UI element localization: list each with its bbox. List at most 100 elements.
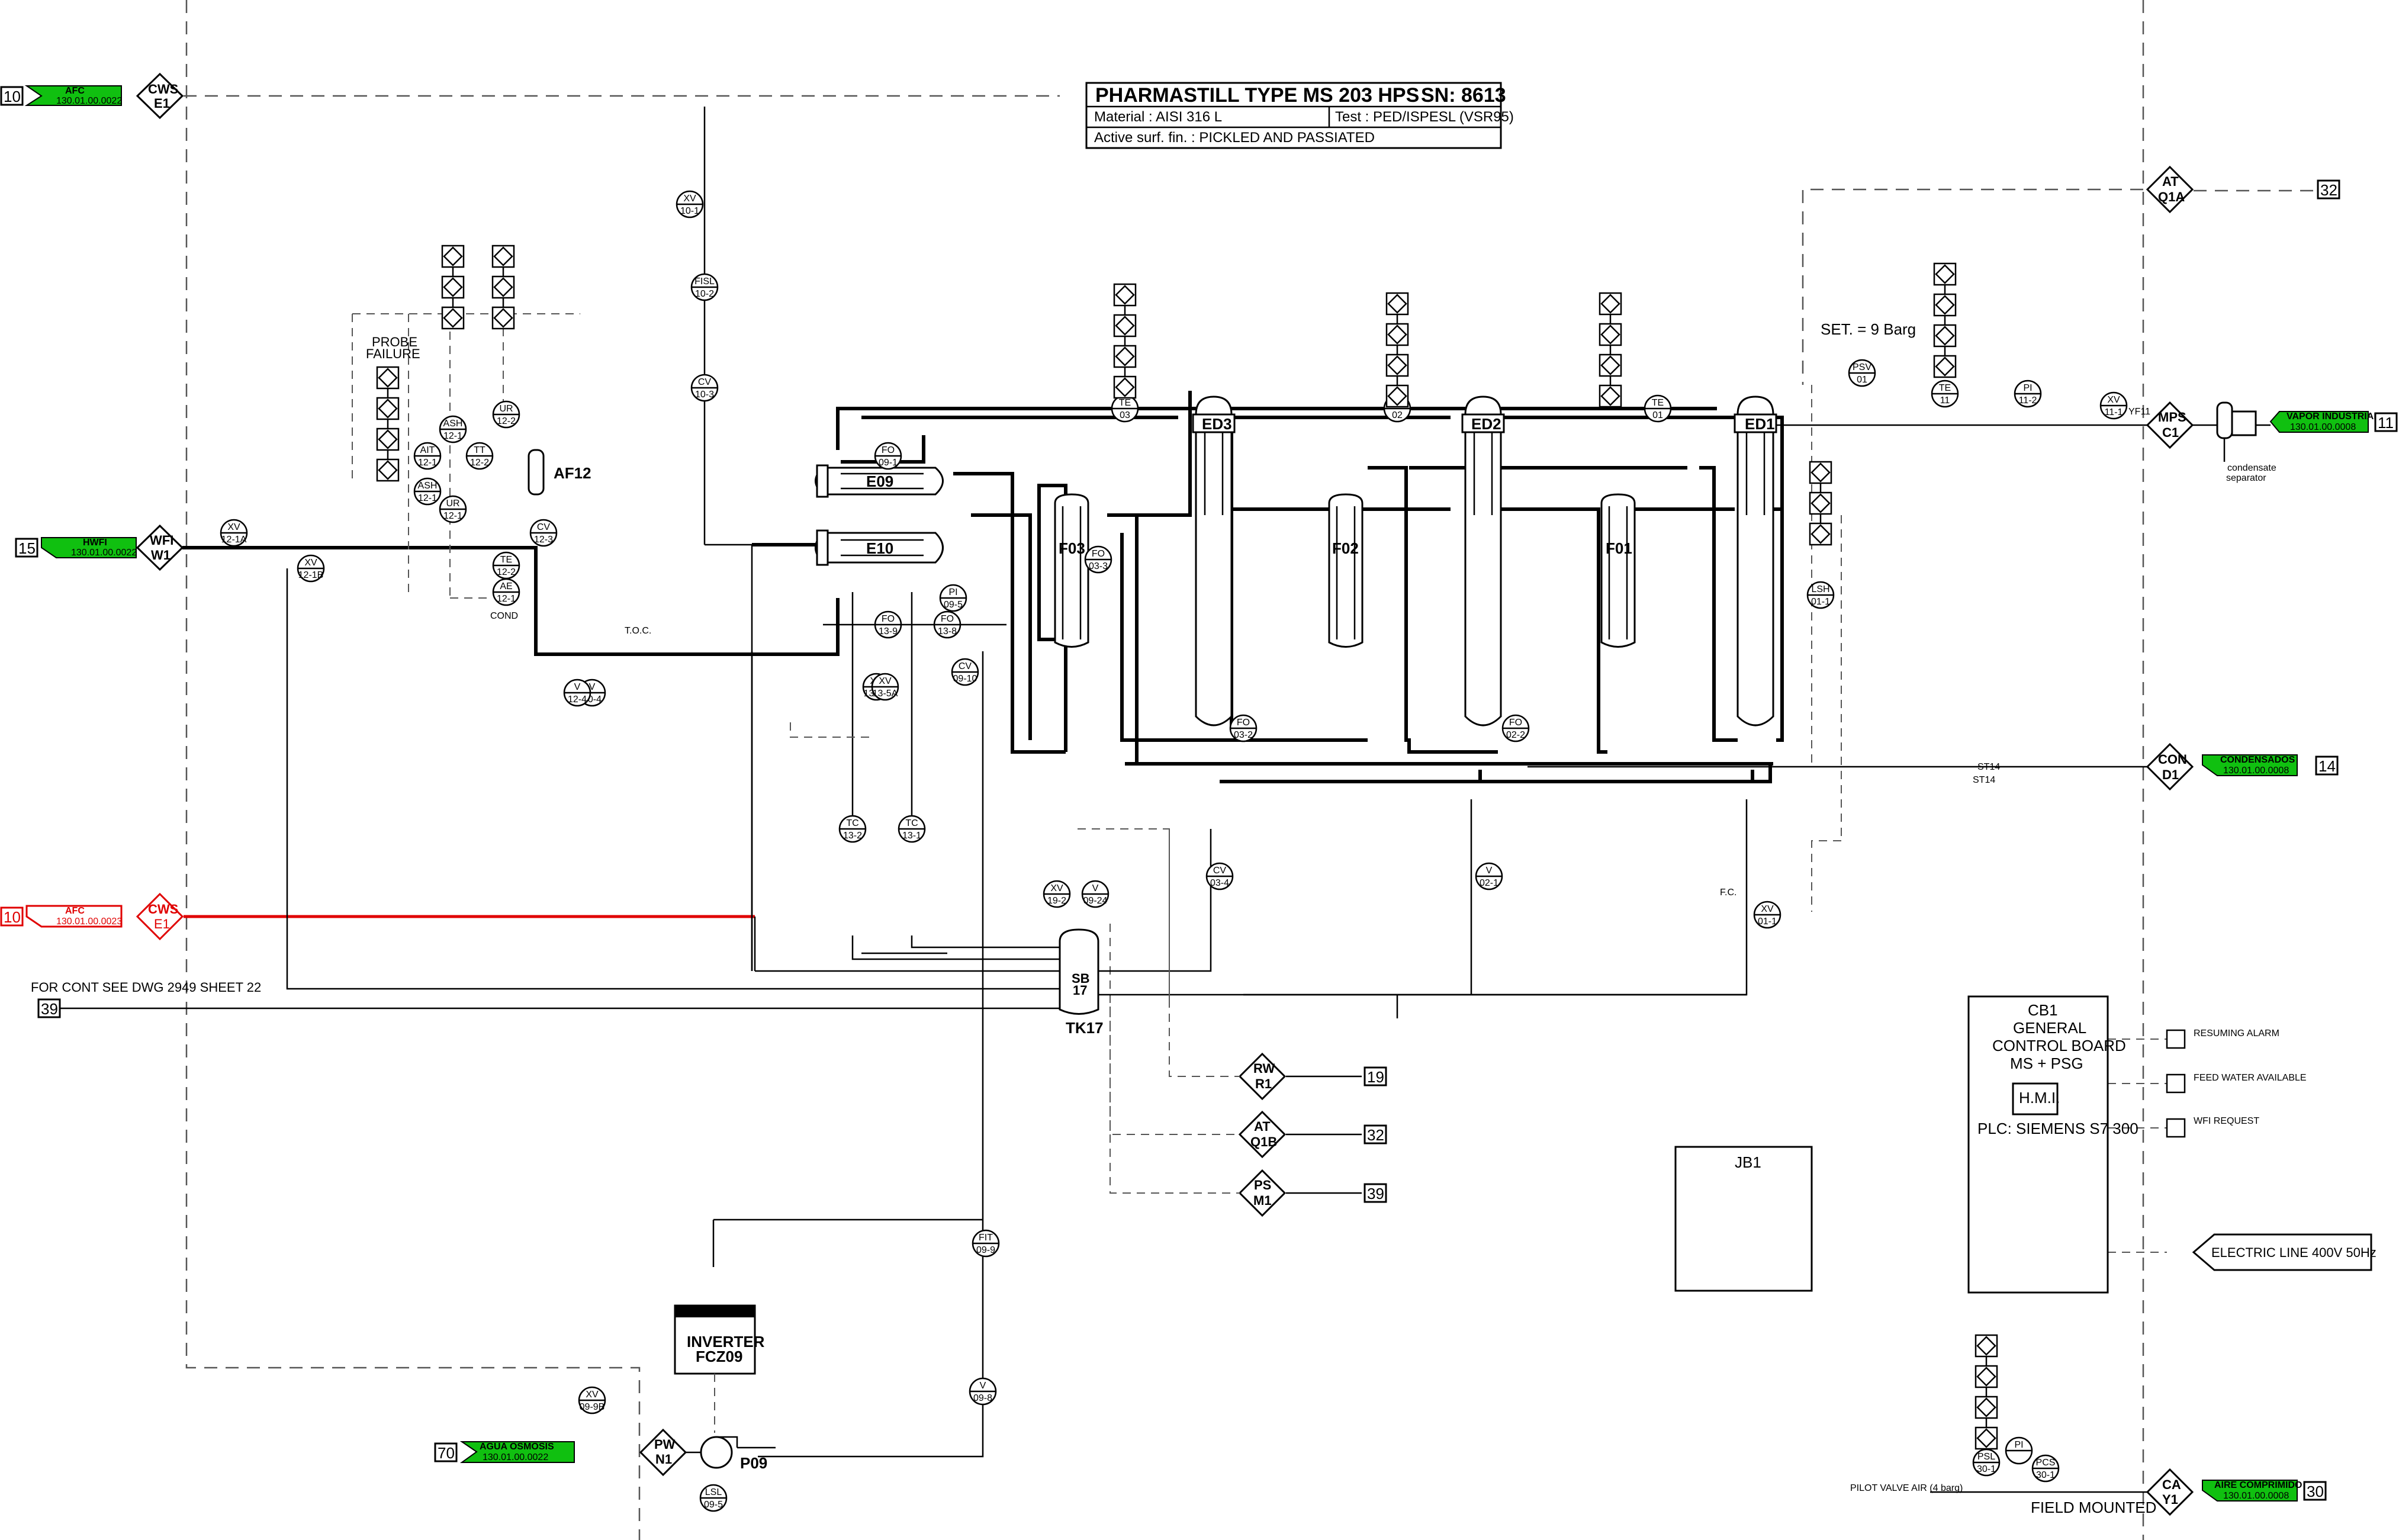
preheater-f02: F02 <box>1328 493 1363 648</box>
preheater-f03: F03 <box>1054 493 1089 648</box>
instrument-number: 11-2 <box>2019 396 2037 406</box>
ed1-label: ED1 <box>1745 415 1775 433</box>
sym2: Q1B <box>1250 1134 1277 1149</box>
yf11-note: YF11 <box>2128 407 2150 417</box>
instrument-tag: FO <box>882 614 895 624</box>
instrument-number: 03 <box>1120 410 1130 420</box>
instrument-number: 12-1 <box>497 594 516 604</box>
instrument-number: 13-5A <box>873 689 898 699</box>
instrument-tag: LSH <box>1811 584 1829 594</box>
instrument-v-40: V09-24 <box>1081 880 1110 908</box>
instrument-tag: V <box>1092 883 1099 893</box>
instrument-number: 09-10 <box>953 674 977 684</box>
connection-rw: RW R1 19 <box>1238 1052 1387 1101</box>
indicator-box <box>491 275 515 299</box>
indicator-box <box>1809 522 1832 546</box>
indicator-box <box>1385 292 1409 316</box>
conn-num: 32 <box>2320 181 2337 199</box>
inverter-a: INVERTER <box>687 1333 765 1351</box>
instrument-tag: ASH <box>418 481 438 491</box>
sym2: Q1A <box>2158 189 2185 204</box>
instrument-number: 12-1 <box>418 458 437 468</box>
instrument-tag: UR <box>499 404 513 414</box>
skid-boundary <box>185 0 2144 1540</box>
instrument-number: 02-2 <box>1506 730 1525 740</box>
electric-line: ELECTRIC LINE 400V 50Hz <box>2211 1245 2377 1260</box>
conn-tag: VAPOR INDUSTRIAL <box>2287 411 2379 422</box>
instrument-number: 12-1A <box>221 535 247 545</box>
connection-ca: CA Y1 AIRE COMPRIMIDO 130.01.00.0008 30 <box>2146 1468 2327 1516</box>
cb1-line2: GENERAL <box>2013 1019 2086 1037</box>
instrument-number: 12-2 <box>470 458 489 468</box>
f02-label: F02 <box>1332 539 1359 557</box>
instrument-number: 03-3 <box>1089 561 1108 571</box>
instrument-tag: TE <box>500 555 512 565</box>
instrument-number: 02 <box>1392 410 1403 420</box>
cond-note: COND <box>490 611 518 621</box>
st14-note: ST14 <box>1973 775 1995 785</box>
indicator-diamond <box>1935 326 1955 346</box>
indicator-box <box>1385 384 1409 408</box>
instrument-tag: V <box>574 682 581 692</box>
indicator-box <box>441 245 465 268</box>
jb1-label: JB1 <box>1735 1153 1761 1171</box>
instrument-tag: TC <box>846 818 858 828</box>
sym1: AT <box>1254 1119 1271 1134</box>
instrument-number: 30-1 <box>2036 1470 2055 1480</box>
indicator-box <box>1599 292 1622 316</box>
conn-num: 39 <box>41 1000 58 1018</box>
material-text: Material : AISI 316 L <box>1094 109 1222 125</box>
indicator-diamond <box>1810 493 1831 513</box>
sym1: CA <box>2162 1477 2181 1492</box>
instrument-number: 02-1 <box>1480 878 1498 888</box>
instrument-tag: XV <box>227 522 240 532</box>
sym2: N1 <box>655 1452 672 1467</box>
ed2-label: ED2 <box>1471 415 1501 433</box>
fc-note: F.C. <box>1720 888 1736 898</box>
indicator-box <box>441 306 465 330</box>
af12-label: AF12 <box>554 464 591 482</box>
instrument-number: 12-4 <box>568 695 587 705</box>
instrument-number: 10-1 <box>680 206 699 216</box>
resuming-alarm: RESUMING ALARM <box>2194 1028 2279 1039</box>
instrument-tag: V <box>1486 866 1493 876</box>
instrument-number: 09-9B <box>580 1402 605 1412</box>
indicator-diamond <box>1935 264 1955 284</box>
instrument-tag: PSV <box>1853 362 1871 372</box>
indicator-diamond <box>1115 316 1135 336</box>
instrument-v-32: V 02-1 <box>1475 862 1503 890</box>
instrument-tag: XV <box>879 676 892 686</box>
instrument-number: 01-1 <box>1758 917 1777 927</box>
indicator-box <box>1933 324 1957 348</box>
sym1: MPS <box>2158 410 2186 425</box>
connection-con: CON D1 CONDENSADOS 130.01.00.0008 14 <box>2146 742 2339 791</box>
instrument-tag: CV <box>1213 866 1227 876</box>
field-note: FIELD MOUNTED <box>2031 1499 2156 1516</box>
instrument-ur-13: UR 12-2 <box>492 400 520 429</box>
inverter-b: FCZ09 <box>696 1348 742 1365</box>
probe-note: PROBE <box>372 335 417 349</box>
sym2: E1 <box>154 917 170 931</box>
surface-text: Active surf. fin. : PICKLED AND PASSIATE… <box>1094 130 1375 146</box>
cb1-line1: CB1 <box>2028 1001 2058 1019</box>
instrument-tag: V <box>589 682 596 692</box>
exchanger-e10: E10 <box>815 529 944 566</box>
conn-num: 11 <box>2378 414 2394 432</box>
sym2: E1 <box>154 96 170 111</box>
connection-39: FOR CONT SEE DWG 2949 SHEET 22 39 <box>31 980 1060 1018</box>
instrument-number: 12-2 <box>497 416 516 426</box>
sym1: AT <box>2162 174 2179 189</box>
